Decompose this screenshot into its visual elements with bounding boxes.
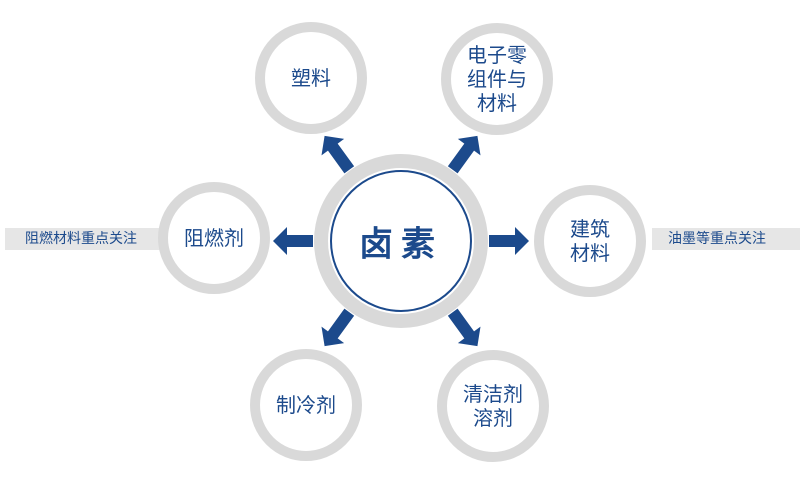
node-label-electronics: 电子零 组件与 材料 [467,43,527,115]
node-circle-refrigerants [250,349,362,461]
node-label-flame-retardants: 阻燃剂 [184,226,244,250]
node-circle-construction [534,185,646,297]
arrow-electronics [447,135,481,174]
arrow-flame-retardants [273,227,313,255]
node-circle-cleaners [437,350,549,462]
node-label-plastics: 塑料 [291,66,331,90]
hub-inner-ring [330,170,472,312]
node-label-construction: 建筑 材料 [570,217,610,265]
side-note-right: 油墨等重点关注 [652,228,800,250]
arrow-refrigerants [321,308,355,347]
side-note-left: 阻燃材料重点关注 [5,228,170,250]
side-note-right-text: 油墨等重点关注 [668,231,766,247]
side-note-left-text: 阻燃材料重点关注 [25,231,137,247]
arrow-construction [489,227,529,255]
center-hub-label: 卤素 [359,224,443,265]
node-circle-plastics [255,22,367,134]
arrow-cleaners [447,308,481,347]
node-label-refrigerants: 制冷剂 [276,393,336,417]
arrow-plastics [321,135,355,174]
node-label-cleaners: 清洁剂 溶剂 [463,382,523,430]
node-circle-flame-retardants [158,182,270,294]
node-circle-electronics [441,23,553,135]
